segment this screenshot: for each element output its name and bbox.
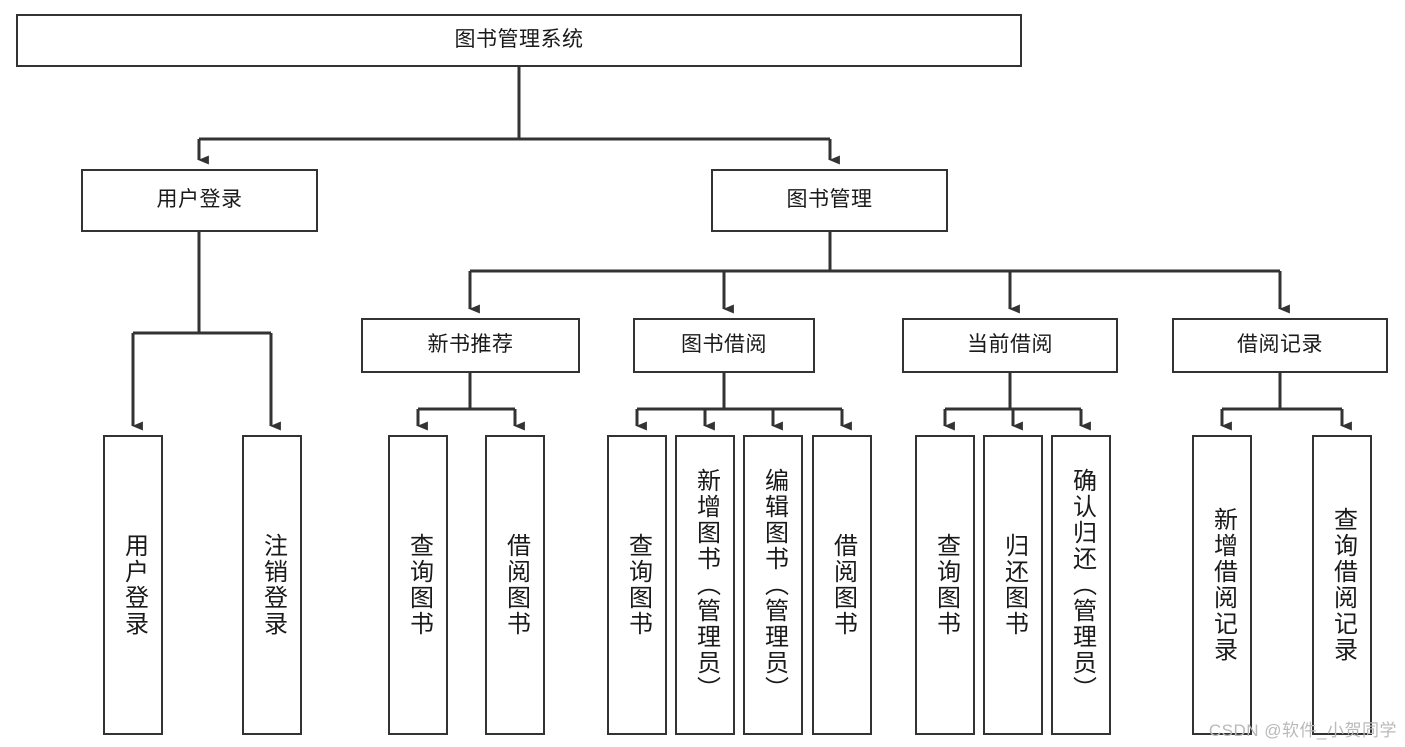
node-leaf-edit-book-admin-label: 编辑图书（管理员） <box>760 468 788 702</box>
node-leaf-add-borrow-record[interactable]: 新增借阅记录 <box>1192 435 1252 735</box>
node-leaf-confirm-return-admin-label: 确认归还（管理员） <box>1068 468 1096 702</box>
node-book-management-label: 图书管理 <box>786 188 873 212</box>
node-book-borrow-label: 图书借阅 <box>681 333 767 357</box>
node-leaf-borrow-book-label: 借阅图书 <box>829 533 857 637</box>
node-leaf-logout-login-label: 注销登录 <box>259 533 287 637</box>
node-leaf-user-login-label: 用户登录 <box>120 533 148 637</box>
node-user-login[interactable]: 用户登录 <box>81 169 318 232</box>
node-leaf-confirm-return-admin[interactable]: 确认归还（管理员） <box>1051 435 1111 735</box>
node-leaf-borrow-book-recommend[interactable]: 借阅图书 <box>485 435 545 735</box>
node-leaf-borrow-book-recommend-label: 借阅图书 <box>502 533 530 637</box>
node-leaf-add-borrow-record-label: 新增借阅记录 <box>1209 507 1237 663</box>
node-leaf-query-book-current[interactable]: 查询图书 <box>915 435 975 735</box>
node-leaf-query-book-borrow[interactable]: 查询图书 <box>607 435 667 735</box>
node-leaf-return-book-label: 归还图书 <box>1000 533 1028 637</box>
node-leaf-logout-login[interactable]: 注销登录 <box>242 435 302 735</box>
node-root[interactable]: 图书管理系统 <box>16 14 1022 67</box>
node-user-login-label: 用户登录 <box>156 188 243 212</box>
node-new-book-recommend[interactable]: 新书推荐 <box>361 318 580 373</box>
node-borrow-record-label: 借阅记录 <box>1237 333 1323 357</box>
node-leaf-borrow-book[interactable]: 借阅图书 <box>812 435 872 735</box>
node-leaf-query-borrow-record-label: 查询借阅记录 <box>1329 507 1357 663</box>
node-current-borrow[interactable]: 当前借阅 <box>902 318 1118 373</box>
node-leaf-query-book-recommend-label: 查询图书 <box>405 533 433 637</box>
node-leaf-query-book-borrow-label: 查询图书 <box>624 533 652 637</box>
node-leaf-edit-book-admin[interactable]: 编辑图书（管理员） <box>743 435 803 735</box>
node-leaf-query-book-current-label: 查询图书 <box>932 533 960 637</box>
node-leaf-user-login[interactable]: 用户登录 <box>103 435 163 735</box>
node-borrow-record[interactable]: 借阅记录 <box>1172 318 1388 373</box>
node-book-borrow[interactable]: 图书借阅 <box>633 318 815 373</box>
node-leaf-query-book-recommend[interactable]: 查询图书 <box>388 435 448 735</box>
node-leaf-add-book-admin[interactable]: 新增图书（管理员） <box>675 435 735 735</box>
node-leaf-query-borrow-record[interactable]: 查询借阅记录 <box>1312 435 1372 735</box>
node-root-label: 图书管理系统 <box>454 28 584 52</box>
node-new-book-recommend-label: 新书推荐 <box>427 333 514 357</box>
node-leaf-return-book[interactable]: 归还图书 <box>983 435 1043 735</box>
node-book-management[interactable]: 图书管理 <box>711 169 948 232</box>
csdn-watermark: CSDN @软件_小贺同学 <box>1208 721 1397 740</box>
node-current-borrow-label: 当前借阅 <box>967 333 1053 357</box>
node-leaf-add-book-admin-label: 新增图书（管理员） <box>692 468 720 702</box>
